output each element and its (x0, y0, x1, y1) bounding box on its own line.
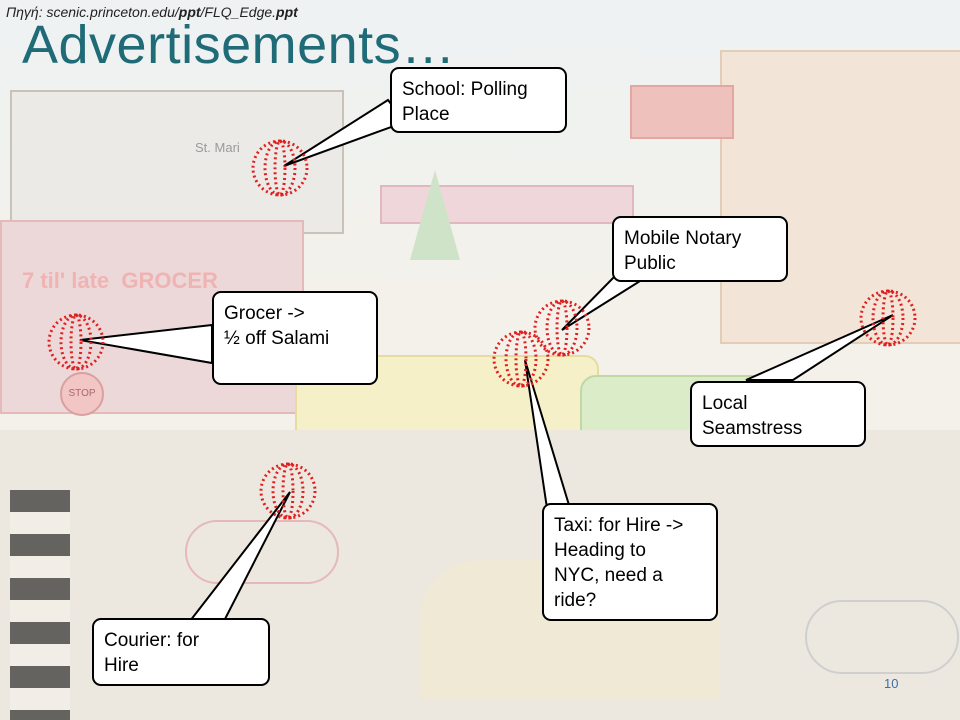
stop-sign-label: STOP (68, 388, 96, 399)
source-bold-1: ppt (178, 4, 201, 20)
source-prefix: Πηγή: scenic.princeton.edu/ (6, 4, 179, 20)
notary-callout: Mobile Notary Public (612, 216, 788, 282)
notary-callout-text: Mobile Notary Public (624, 228, 742, 274)
courier-callout: Courier: for Hire (92, 618, 270, 686)
town-hall-roof (630, 85, 734, 139)
church-sign: St. Mari (195, 140, 240, 155)
bicycle (185, 520, 339, 584)
grocer-callout-text: Grocer -> ½ off Salami (224, 303, 330, 349)
zebra-crossing (10, 490, 70, 720)
grocer-callout: Grocer -> ½ off Salami (212, 291, 378, 385)
stop-sign: STOP (60, 372, 104, 416)
taxi-callout-text: Taxi: for Hire -> Heading to NYC, need a… (554, 515, 684, 611)
store-sign: 7 til' late GROCER (22, 268, 218, 293)
source-citation: Πηγή: scenic.princeton.edu/ppt/FLQ_Edge.… (6, 4, 298, 20)
notary-marker (533, 299, 591, 357)
courier-marker (259, 462, 317, 520)
school-callout: School: Polling Place (390, 67, 567, 133)
seamstress-callout-text: Local Seamstress (702, 393, 803, 439)
seamstress-callout: Local Seamstress (690, 381, 866, 447)
seamstress-pointer (745, 314, 894, 381)
taxi-callout: Taxi: for Hire -> Heading to NYC, need a… (542, 503, 718, 621)
town-hall-building (720, 50, 960, 344)
courier-callout-text: Courier: for Hire (104, 630, 200, 676)
terrace-building (10, 90, 344, 234)
grocer-marker (47, 313, 105, 371)
school-callout-text: School: Polling Place (402, 79, 528, 125)
school-marker (251, 139, 309, 197)
bicycle-right (805, 600, 959, 674)
taxi-marker (492, 330, 550, 388)
tree (410, 170, 460, 260)
page-number: 10 (884, 676, 899, 691)
school-pointer (283, 98, 407, 167)
source-middle: /FLQ_Edge. (200, 4, 277, 20)
courier-pointer (187, 491, 291, 622)
seamstress-marker (859, 289, 917, 347)
slide-title: Advertisements… (22, 15, 456, 75)
source-bold-2: ppt (276, 4, 298, 20)
notary-pointer (561, 275, 652, 331)
